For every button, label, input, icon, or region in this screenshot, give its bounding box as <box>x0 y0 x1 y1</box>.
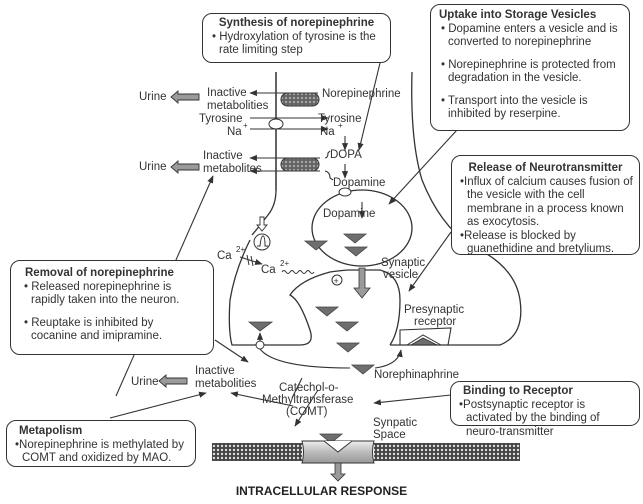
tyrosine-transporter <box>268 118 284 130</box>
tyrosine-right-label: Tyrosine <box>318 113 361 125</box>
presynaptic-receptor-label: Presynaptic <box>404 304 464 316</box>
inactive-label-3: Inactive <box>195 365 235 377</box>
synaptic-space-label-2: Space <box>373 429 406 441</box>
box-bullet: •Influx of calcium causes fusion of the … <box>460 175 633 229</box>
action-potential-arrow <box>256 216 268 232</box>
svg-text:+: + <box>334 276 339 286</box>
transporter-pump <box>280 92 320 107</box>
removal-box: Removal of norepinephrine • Released nor… <box>10 260 214 355</box>
ca-inside-label: Ca <box>261 264 276 276</box>
svg-text:+: + <box>338 121 343 130</box>
response-arrow <box>330 462 346 482</box>
box-bullet: • Norepinephrine is protected from degra… <box>441 58 616 85</box>
postsynaptic-membrane <box>212 440 520 464</box>
box-title: Release of Neurotransmitter <box>468 162 623 174</box>
urine-label-3: Urine <box>131 376 158 388</box>
uptake-box: Uptake into Storage Vesicles • Dopamine … <box>430 4 630 131</box>
box-bullet: •Release is blocked by guanethidine and … <box>460 229 615 256</box>
comt-label-1: Catechol-o- <box>279 382 339 394</box>
inactive-label-2: Inactive <box>203 150 243 162</box>
box-title: Uptake into Storage Vesicles <box>439 9 597 21</box>
ca-outside-label: Ca <box>217 250 232 262</box>
intracellular-response-label: INTRACELLULAR RESPONSE <box>235 484 408 498</box>
dopa-label: DOPA <box>330 149 362 161</box>
metabolities-label-3: metabolities <box>195 378 257 390</box>
metabolism-box: Metapolism •Norepinephrine is methylated… <box>6 420 196 467</box>
urine-label: Urine <box>139 91 166 103</box>
svg-text:2+: 2+ <box>280 259 289 268</box>
na-left-label: Na <box>227 126 242 138</box>
box-bullet: • Transport into the vesicle is inhibite… <box>441 94 588 121</box>
calcium-signal-wave <box>281 270 315 274</box>
na-right-label: Na <box>320 126 335 138</box>
urine-label-2: Urine <box>139 161 166 173</box>
box-bullet: • Released norepinephrine is rapidly tak… <box>24 280 180 307</box>
transporter-pump <box>280 157 320 172</box>
dopamine-vesicle-label: Dopamine <box>323 208 375 220</box>
metabolities-label: metabolities <box>207 100 269 112</box>
metabolites-label: metabolites <box>203 163 262 175</box>
exocytosis-arrow <box>353 267 371 299</box>
dopamine-label: Dopamine <box>333 177 385 189</box>
synaptic-vesicle-label: Synaptic <box>381 257 425 269</box>
synthesis-box: Synthesis of norepinephrine • Hydroxylat… <box>202 13 391 63</box>
svg-text:+: + <box>243 121 248 130</box>
box-title: Removal of norepinephrine <box>25 267 174 279</box>
box-title: Synthesis of norepinephrine <box>218 17 375 29</box>
synaptic-space-label: Synpatic <box>373 417 417 429</box>
svg-text:2+: 2+ <box>236 245 245 254</box>
norepinephrine-molecules <box>247 233 376 444</box>
box-title: Binding to Receptor <box>463 385 573 397</box>
box-bullet: • Dopamine enters a vesicle and is conve… <box>441 22 618 49</box>
binding-box: Binding to Receptor •Postsynaptic recept… <box>450 381 640 438</box>
norephinaphrine-label: Norephinaphrine <box>374 369 459 381</box>
transport-arrows <box>249 89 366 219</box>
plus-circle <box>331 274 343 286</box>
release-box: Release of Neurotransmitter •Influx of c… <box>451 155 640 255</box>
box-title: Metapolism <box>19 425 83 437</box>
synaptic-vesicle-label-2: vesicle <box>383 269 418 281</box>
vesicle-transporter <box>338 187 352 197</box>
urine-arrows <box>158 90 200 388</box>
comt-label-2: Methyltransferase <box>262 394 353 406</box>
norepinephrine-label: Norepinephrine <box>322 88 401 100</box>
box-bullet: • Reuptake is inhibited by cocanine and … <box>24 316 163 343</box>
reuptake-transporter <box>255 340 265 350</box>
comt-label-3: (COMT) <box>286 406 328 418</box>
inactive-label: Inactive <box>207 87 247 99</box>
synaptic-vesicle <box>311 189 413 267</box>
presynaptic-receptor <box>399 327 452 346</box>
tyrosine-left-label: Tyrosine <box>199 113 242 125</box>
box-bullet: •Norepinephrine is methylated by COMT an… <box>15 438 184 465</box>
box-bullet: •Postsynaptic receptor is activated by t… <box>459 398 600 438</box>
box-bullet: • Hydroxylation of tyrosine is the rate … <box>212 30 376 57</box>
presynaptic-receptor-label-2: receptor <box>414 316 456 328</box>
